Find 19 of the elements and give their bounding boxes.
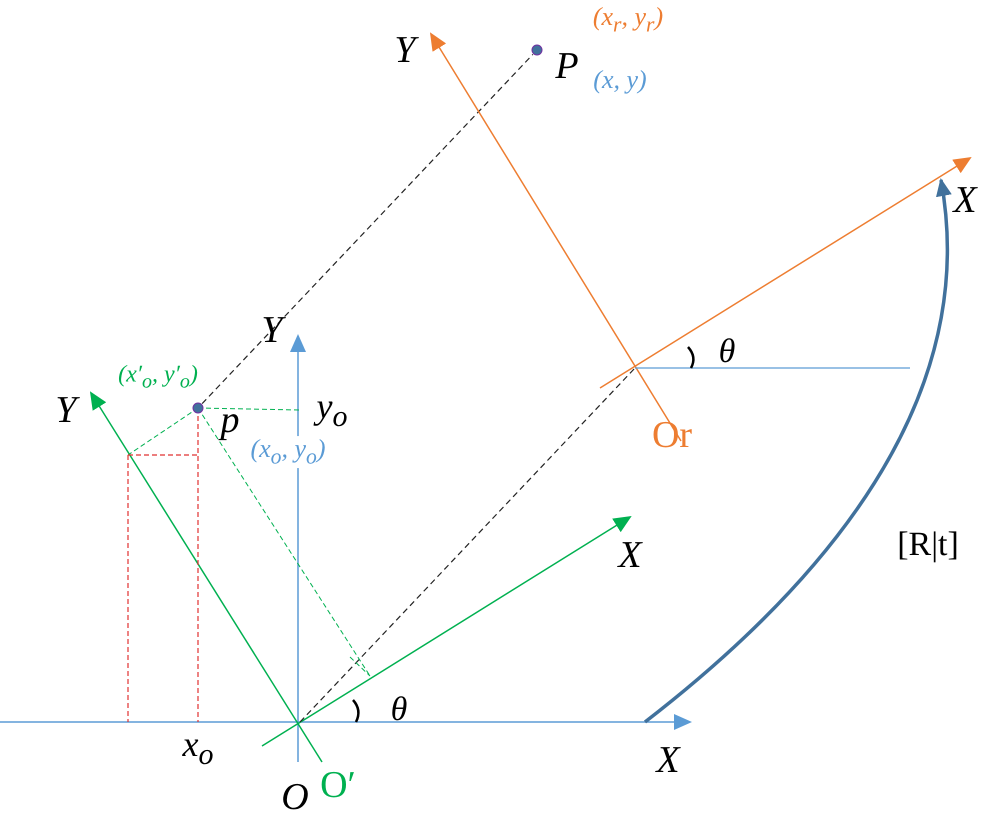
- axis-label: X: [618, 536, 642, 574]
- point-label: P: [555, 47, 579, 85]
- coordinate-label: (x, y): [593, 67, 647, 93]
- axis-label: X: [953, 181, 977, 219]
- coordinate-label: (x$_{r}$, y$_{r}$): [592, 4, 664, 36]
- dashed-line: [202, 54, 534, 404]
- angle-label: θ: [718, 335, 736, 369]
- coordinate-label: (x′$_{o}$, y′$_{o}$): [118, 362, 198, 392]
- angle-label: θ: [390, 693, 408, 727]
- origin-label: O′: [320, 766, 356, 804]
- origin-label: Or: [652, 416, 692, 454]
- coordinate-label: (x$_{o}$, y$_{o}$): [250, 436, 326, 468]
- coordinate-label: x$_{o}$: [182, 726, 214, 770]
- point-marker: [192, 402, 204, 414]
- axis-label: X: [656, 741, 680, 779]
- transform-label: [R|t]: [897, 528, 959, 562]
- point-marker: [532, 44, 542, 56]
- origin-label: O: [281, 778, 309, 816]
- point-label: p: [220, 401, 240, 439]
